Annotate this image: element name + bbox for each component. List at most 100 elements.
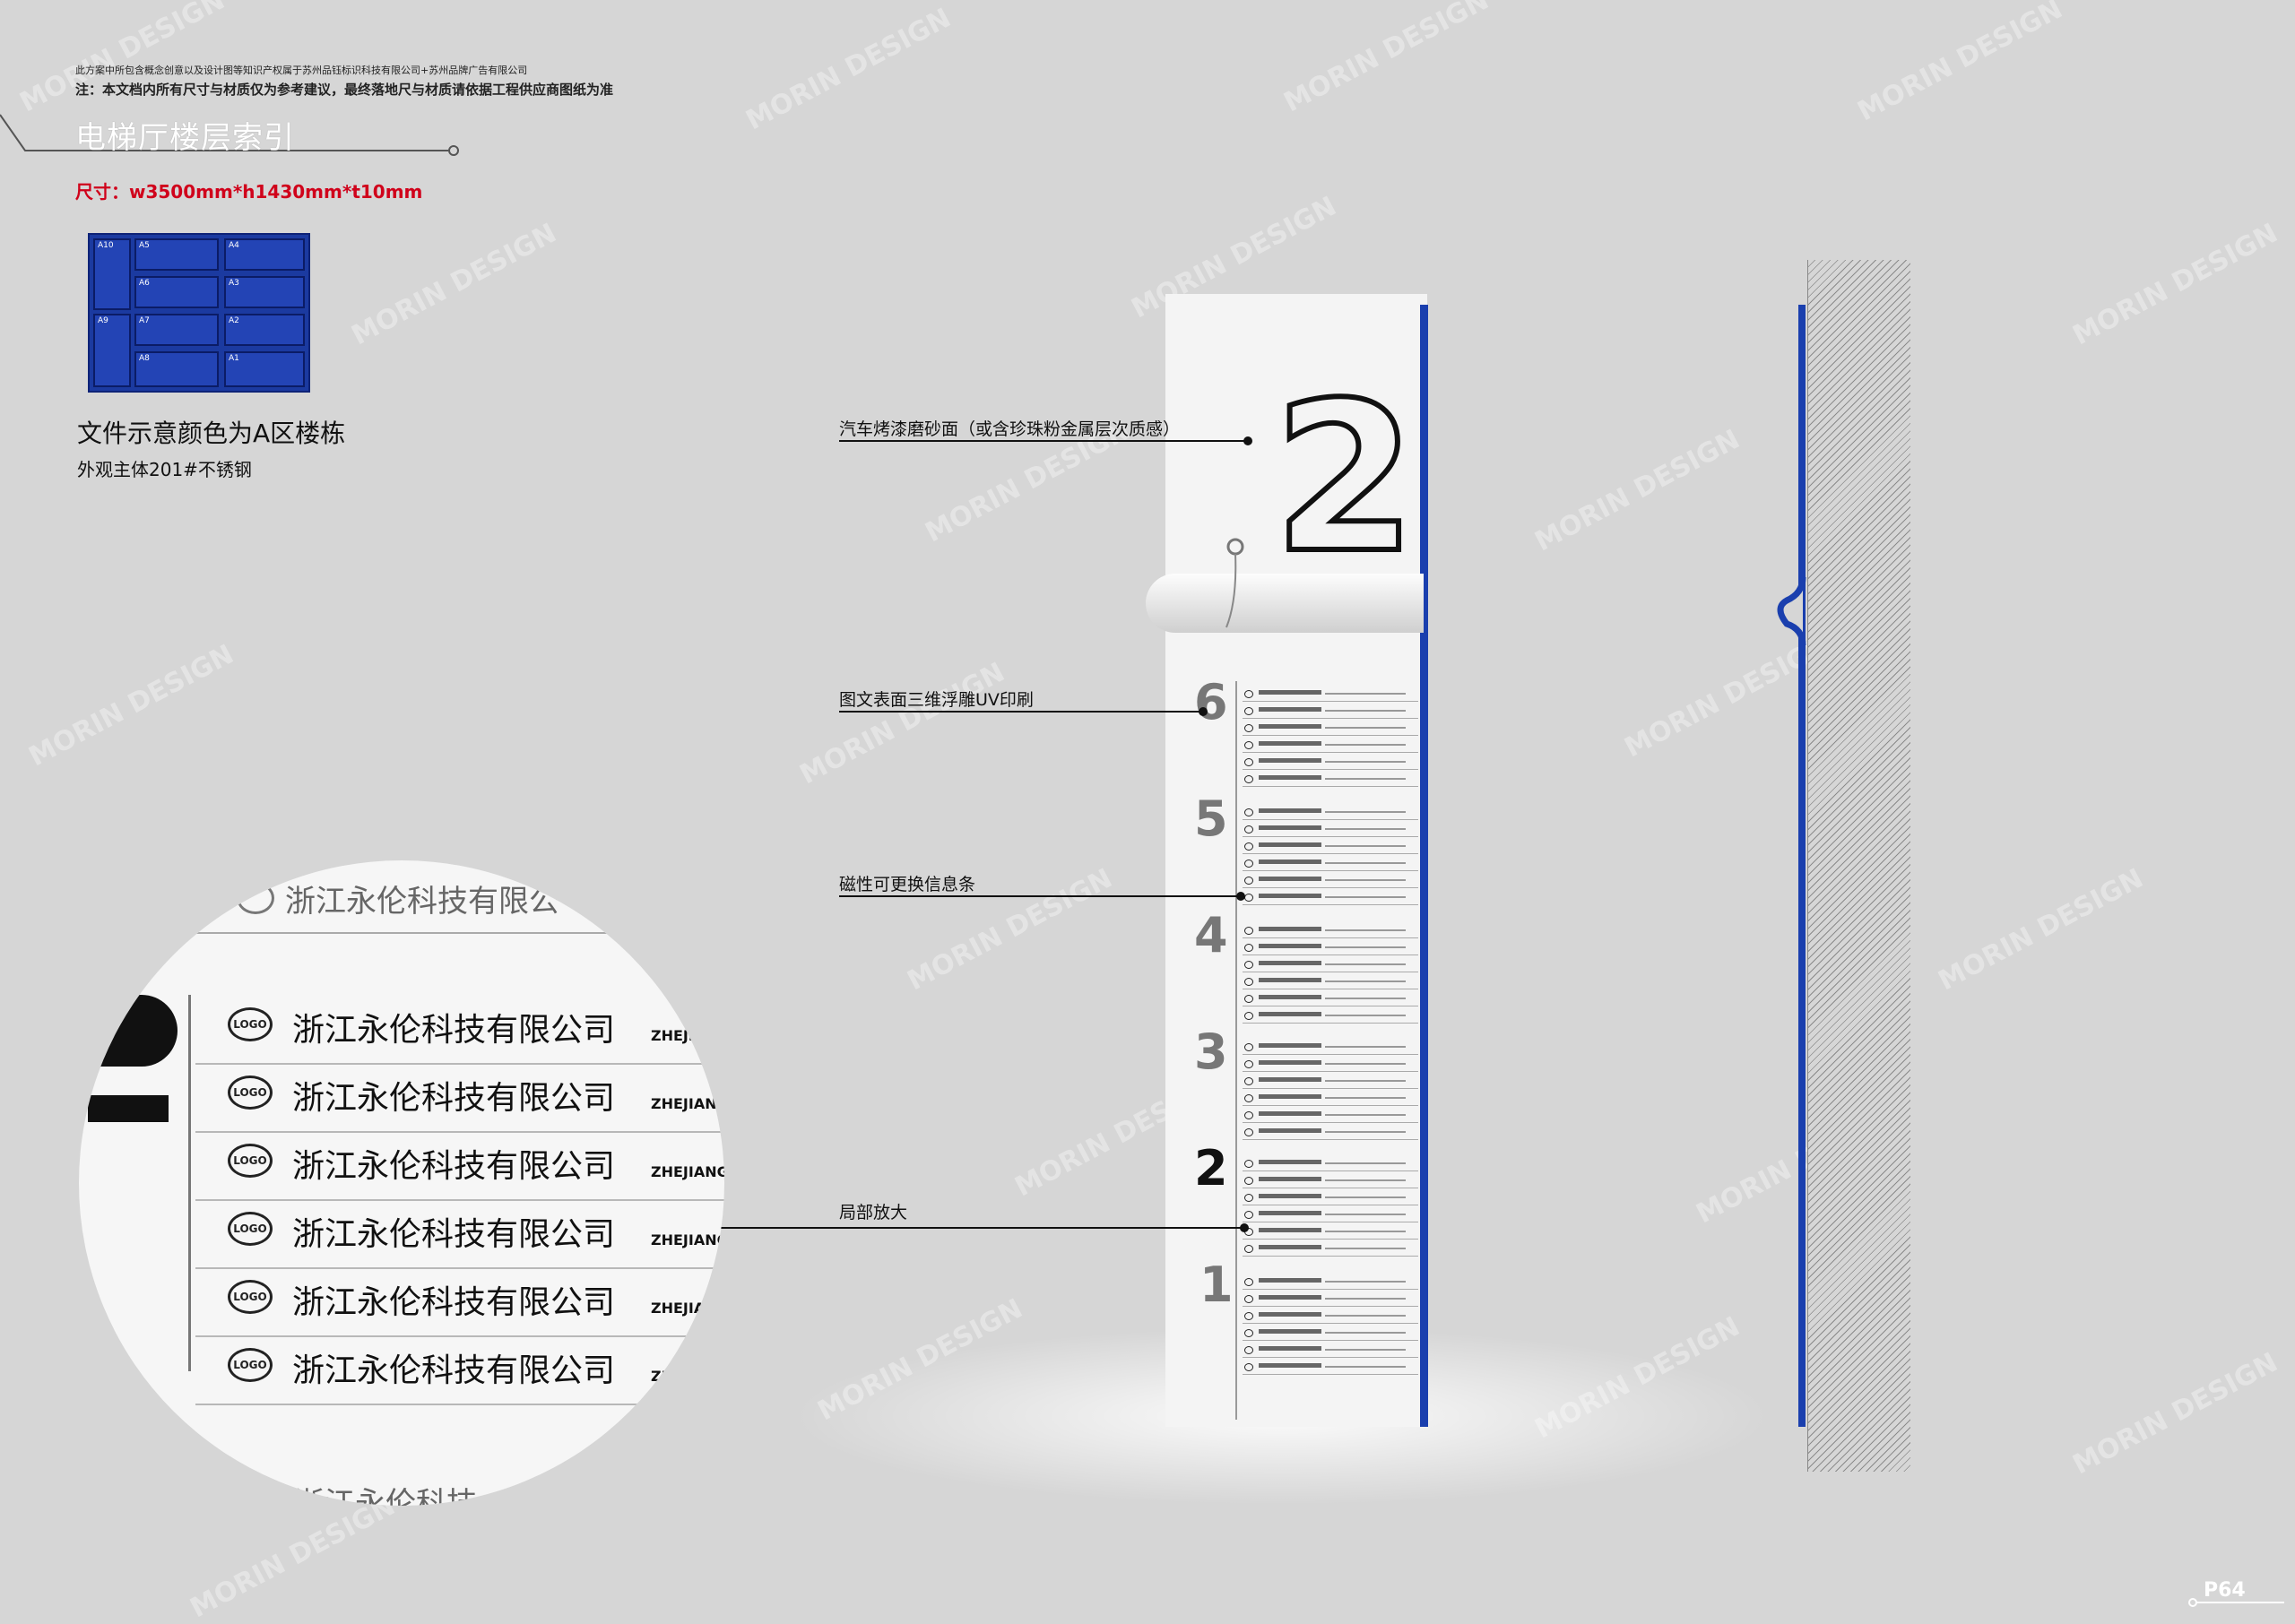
thumb-cell: A4: [224, 238, 305, 271]
mag-info-row: LOGO 浙江永伦科技有限公司 ZHEJIANG Y: [195, 1267, 724, 1337]
info-strip: [1243, 688, 1418, 702]
mag-info-row: LOGO 浙江永伦科技有限公司 ZHEJIANG YONG: [195, 1063, 724, 1133]
company-name: 浙江永伦科技有限公司: [292, 1012, 616, 1049]
company-name: 浙江永伦科技有限公司: [292, 1080, 616, 1117]
watermark: MORIN DESIGN: [2067, 217, 2283, 352]
mag-info-row: LOGO 浙江永伦科技有限公司 ZHEJIANG YO: [195, 995, 724, 1065]
info-strip: [1243, 959, 1418, 972]
floor-number-1: 1: [1199, 1257, 1234, 1313]
company-name: 浙江永伦科技有限公司: [292, 1352, 616, 1389]
info-strip: [1243, 1209, 1418, 1222]
logo-icon: LOGO: [228, 1144, 273, 1178]
info-strip: [1243, 756, 1418, 770]
info-strip: [1243, 1075, 1418, 1089]
mag-info-row: LOGO 浙江永伦科技有限公司 ZHEJIANG YONG: [195, 1131, 724, 1201]
page-title: 电梯厅楼层索引: [75, 120, 295, 156]
company-en: ZHEJIANG YON: [651, 1231, 724, 1248]
info-strip: [1243, 858, 1418, 871]
thumb-cell: A10: [93, 238, 131, 310]
side-blue-panel: [1798, 305, 1806, 1427]
thumb-label: A7: [139, 316, 150, 325]
logo-icon: LOGO: [228, 1212, 273, 1246]
thumb-cell: A8: [134, 351, 219, 387]
thumb-label: A4: [229, 241, 239, 250]
annotation-finish: 汽车烤漆磨砂面（或含珍珠粉金属层次质感）: [839, 419, 1181, 439]
annotation-leaders: [839, 436, 1252, 901]
thumb-cell: A9: [93, 314, 131, 387]
info-strip: [1243, 942, 1418, 955]
size-spec: 尺寸：w3500mm*h1430mm*t10mm: [75, 181, 423, 203]
info-strip: [1243, 1226, 1418, 1240]
info-strip: [1243, 1192, 1418, 1205]
thumb-cell: A3: [224, 276, 305, 308]
logo-icon: LOGO: [228, 1075, 273, 1110]
watermark: MORIN DESIGN: [23, 638, 239, 773]
building-thumbnail: A10 A5 A4 A6 A3 A9 A7 A2 A8 A1: [88, 233, 310, 393]
material-description: 外观主体201#不锈钢: [77, 459, 252, 480]
mag-big-number-fragment: [79, 995, 178, 1067]
annotation-zoom: 局部放大: [839, 1203, 908, 1222]
thumb-cell: A7: [134, 314, 219, 346]
side-fold-profile: [1777, 576, 1806, 646]
fold-hook: [1225, 538, 1244, 628]
floor-number-2: 2: [1194, 1140, 1228, 1196]
company-name: 浙江永伦科技有限公司: [292, 1216, 616, 1253]
info-strip: [1243, 1276, 1418, 1290]
watermark: MORIN DESIGN: [740, 2, 957, 137]
company-name: 浙江永伦科技有限公司: [292, 1148, 616, 1185]
page-number: P64: [2204, 1579, 2246, 1602]
info-strip: [1243, 875, 1418, 888]
thumb-label: A1: [229, 354, 239, 363]
info-strip: [1243, 1327, 1418, 1341]
logo-icon: LOGO: [228, 1348, 273, 1382]
info-strip: [1243, 1041, 1418, 1055]
info-strip: [1243, 1310, 1418, 1324]
watermark: MORIN DESIGN: [1278, 0, 1494, 119]
info-strip: [1243, 705, 1418, 719]
title-decoration-line: [0, 114, 459, 156]
mag-divider: [195, 932, 724, 934]
thumb-cell: A1: [224, 351, 305, 387]
company-en: ZHEJIANG Y: [651, 1300, 724, 1317]
mag-info-row: LOGO 浙江永伦科技有限公司 ZHE: [195, 1335, 724, 1405]
info-strip: [1243, 1058, 1418, 1072]
thumb-label: A9: [98, 316, 108, 325]
info-strip: [1243, 892, 1418, 905]
mag-partial-bottom: 浙江永伦科技: [294, 1486, 477, 1506]
thumb-label: A8: [139, 354, 150, 363]
company-en: ZHE: [651, 1368, 683, 1385]
logo-icon: LOGO: [228, 1280, 273, 1314]
info-strip: [1243, 1175, 1418, 1188]
mag-partial-top: 浙江永伦科技有限公: [285, 884, 559, 920]
thumb-label: A5: [139, 241, 150, 250]
floor-number-3: 3: [1194, 1024, 1228, 1080]
logo-icon: LOGO: [228, 1007, 273, 1041]
thumb-label: A2: [229, 316, 239, 325]
info-strip: [1243, 1361, 1418, 1375]
legal-note: 此方案中所包含概念创意以及设计图等知识产权属于苏州品钰标识科技有限公司+苏州品牌…: [75, 65, 528, 76]
info-strip: [1243, 1243, 1418, 1257]
mag-big-number-fragment: [88, 1095, 169, 1122]
page-number-underline: [2188, 1598, 2284, 1607]
mag-info-row: LOGO 浙江永伦科技有限公司 ZHEJIANG YON: [195, 1199, 724, 1269]
watermark: MORIN DESIGN: [1933, 862, 2149, 998]
company-name: 浙江永伦科技有限公司: [292, 1284, 616, 1321]
floor-number-6: 6: [1194, 674, 1228, 730]
column-blue-edge: [1420, 305, 1428, 1427]
detail-magnifier: 浙江永伦科技有限公 LOGO 浙江永伦科技有限公司 ZHEJIANG YO LO…: [79, 860, 724, 1506]
thumb-cell: A2: [224, 314, 305, 346]
column-fold: [1146, 574, 1424, 633]
mag-logo-partial: [237, 882, 274, 914]
color-description: 文件示意颜色为A区楼栋: [77, 419, 346, 448]
info-strip: [1243, 722, 1418, 736]
floor-number-5: 5: [1194, 790, 1228, 847]
info-strip: [1243, 807, 1418, 820]
thumb-label: A3: [229, 279, 239, 288]
zoom-leader: [681, 1223, 1249, 1232]
mag-edge-line: [188, 995, 191, 1371]
info-strip: [1243, 739, 1418, 753]
disclaimer-note: 注：本文档内所有尺寸与材质仅为参考建议，最终落地尺与材质请依据工程供应商图纸为准: [75, 82, 614, 98]
info-strip: [1243, 773, 1418, 787]
info-strip: [1243, 1127, 1418, 1140]
wall-section: [1807, 260, 1910, 1472]
